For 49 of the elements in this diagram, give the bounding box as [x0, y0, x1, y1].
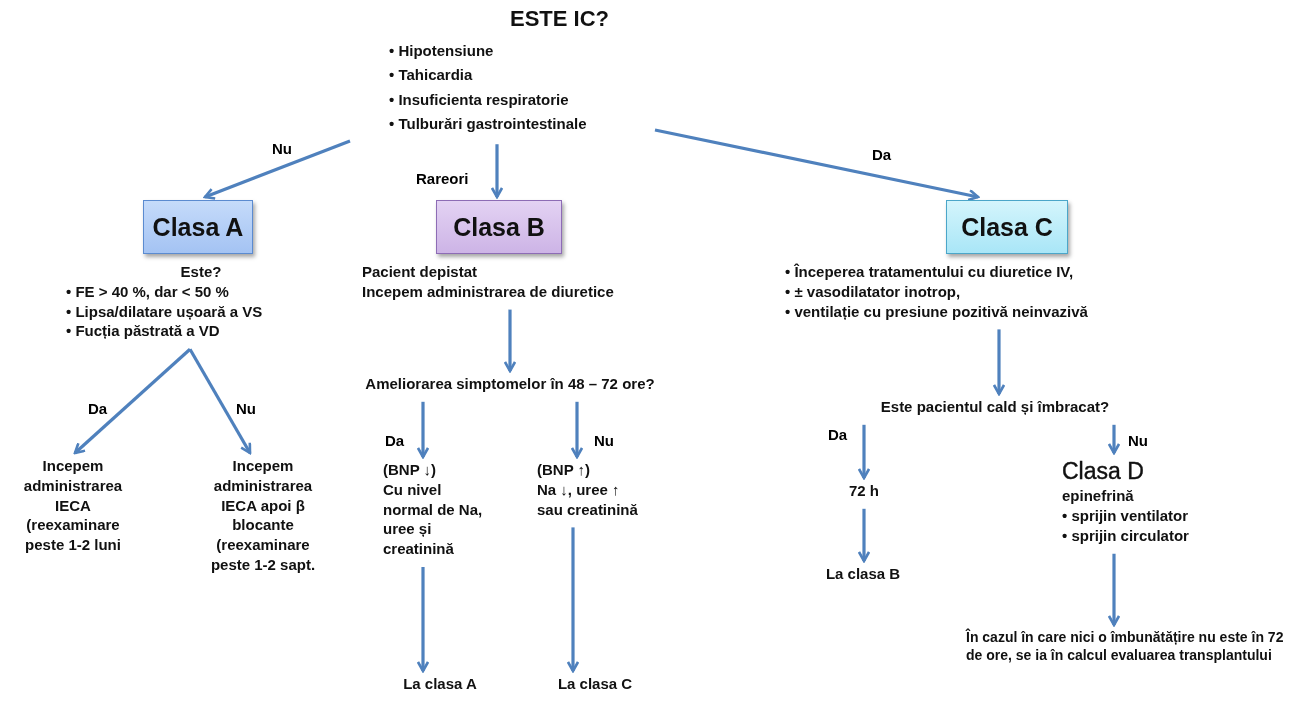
- question-text: Este?: [179, 262, 223, 282]
- bullet-item: • ventilație cu presiune pozitivă neinvazivă: [785, 301, 1089, 322]
- text-line: Incepem administrarea IECA apoi β blocante (reexaminare peste 1-2 sapt.: [209, 456, 317, 575]
- bullet-item: • ± vasodilatator inotrop,: [785, 281, 962, 302]
- arrow: [570, 401, 584, 459]
- arrow: [857, 424, 871, 480]
- arrow: [503, 309, 517, 373]
- text-line: La clasa A: [402, 674, 478, 694]
- bullet-item: • Lipsa/dilatare ușoară a VS: [66, 301, 264, 322]
- bullet-item: • Hipotensiune: [389, 41, 495, 62]
- arrow: [992, 329, 1006, 396]
- arrow: [73, 348, 192, 455]
- class-box: Clasa A: [143, 200, 253, 254]
- text-line: Ameliorarea simptomelor în 48 – 72 ore?: [364, 374, 656, 394]
- text-line: La clasa B: [824, 564, 902, 584]
- bullet-item: • sprijin ventilator: [1062, 506, 1190, 526]
- text-line: (BNP ↓): [383, 460, 438, 480]
- text-line: În cazul în care nici o îmbunătățire nu este în 72 de ore, se ia în calcul evaluarea transplantului: [966, 628, 1285, 665]
- class-box: Clasa C: [946, 200, 1068, 254]
- arrow: [1107, 424, 1121, 455]
- arrow: [1107, 553, 1121, 627]
- bullet-item: • Tahicardia: [389, 65, 474, 86]
- bullet-item: • Începerea tratamentului cu diuretice IV,: [785, 262, 1075, 282]
- arrow: [188, 348, 252, 455]
- class-box: Clasa B: [436, 200, 562, 254]
- bullet-item: • FE > 40 %, dar < 50 %: [66, 281, 230, 302]
- arrow: [654, 128, 980, 202]
- text-line: Pacient depistat: [362, 262, 479, 282]
- text-line: Incepem administrarea de diuretice: [362, 281, 615, 302]
- text-line: Na ↓, uree ↑ sau creatinină: [537, 479, 639, 520]
- class-title: Clasa D: [1062, 457, 1145, 486]
- text-line: Este pacientul cald și îmbracat?: [879, 397, 1111, 417]
- text-line: La clasa C: [556, 674, 634, 694]
- arrow: [857, 508, 871, 563]
- arrow: [566, 527, 580, 673]
- text-line: Incepem administrarea IECA (reexaminare peste 1-2 luni: [22, 456, 124, 555]
- bullet-item: • sprijin circulator: [1062, 525, 1190, 546]
- text-line: (BNP ↑): [537, 460, 592, 480]
- text-line: Cu nivel normal de Na, uree și creatinină: [383, 479, 484, 559]
- text-line: epinefrină: [1062, 486, 1135, 507]
- arrow: [490, 144, 504, 199]
- bullet-item: • Insuficienta respiratorie: [389, 89, 570, 110]
- text-line: 72 h: [848, 481, 880, 501]
- arrow: [203, 139, 351, 200]
- heading: ESTE IC?: [509, 5, 610, 33]
- bullet-item: • Fucția păstrată a VD: [66, 321, 221, 342]
- arrow: [416, 567, 430, 673]
- arrow: [416, 401, 430, 459]
- bullet-item: • Tulburări gastrointestinale: [389, 113, 588, 134]
